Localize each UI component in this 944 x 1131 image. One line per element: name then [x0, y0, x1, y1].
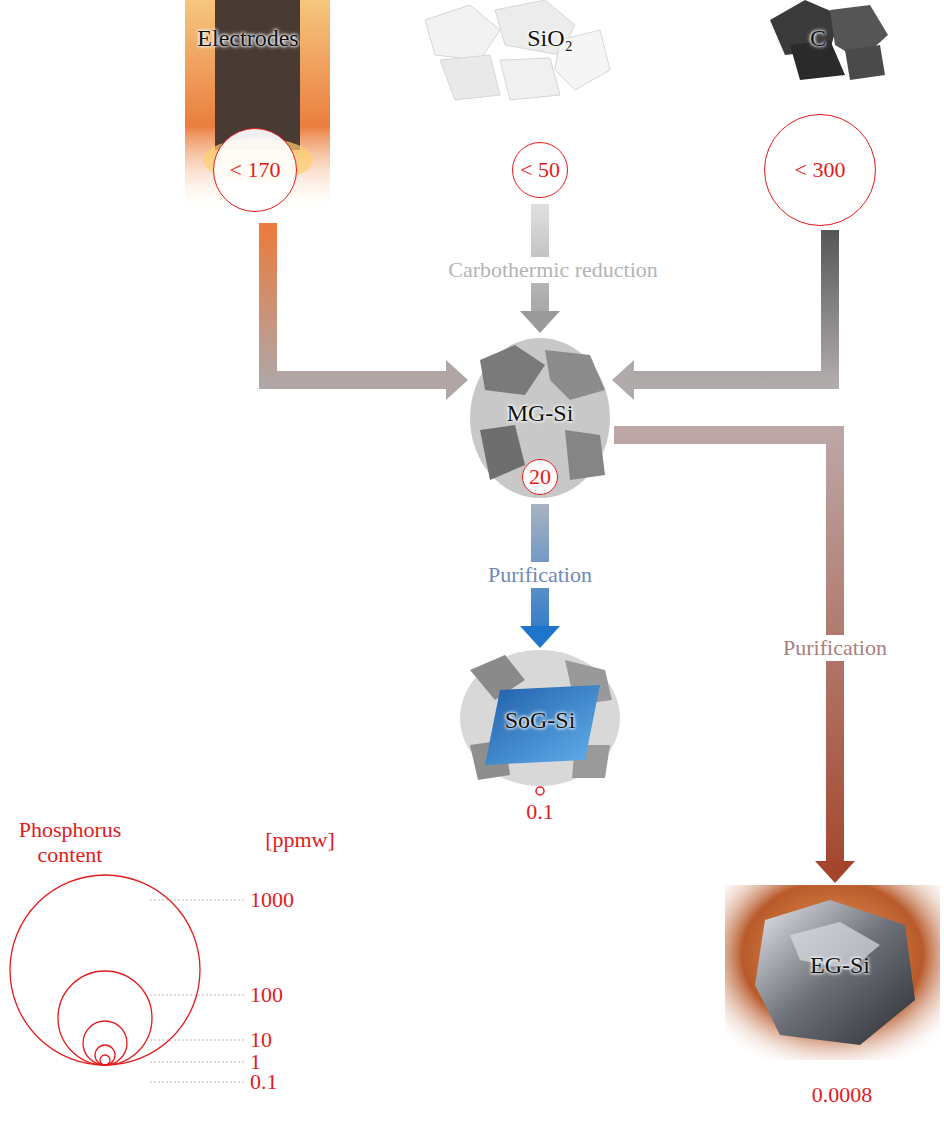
material-name: SiO₂ [527, 25, 573, 52]
phosphorus-value: < 170 [230, 157, 281, 183]
mg-si-picture [470, 338, 610, 498]
content-circle: < 300 [764, 114, 876, 226]
flow-arrow [268, 223, 468, 400]
eg-si-picture [725, 885, 940, 1060]
material-node: C < 300 [760, 0, 890, 228]
legend-title: Phosphorus content [5, 817, 135, 868]
process-label: Carbothermic reduction [444, 257, 662, 283]
phosphorus-value: < 50 [520, 157, 560, 183]
arrow-band [633, 230, 830, 380]
unit-label: [ppmw] [265, 827, 335, 853]
material-name: SoG-Si [505, 707, 576, 734]
content-circle: < 170 [213, 128, 297, 212]
electrode-picture [185, 0, 330, 210]
scale-value: 100 [250, 982, 283, 1008]
phosphorus-value: < 300 [795, 157, 846, 183]
material-node: EG-Si0.0008 [725, 885, 940, 1060]
arrow-head [612, 360, 634, 400]
scale-circles [10, 875, 200, 1065]
material-node: MG-Si 20 [470, 335, 610, 500]
scale-leaders [150, 900, 245, 1082]
flow-arrow [612, 230, 830, 400]
material-name: EG-Si [810, 952, 870, 979]
process-label: Purification [779, 635, 891, 661]
arrow-band [268, 223, 447, 380]
sog-si-picture [460, 650, 620, 795]
material-node: SiO₂ < 50 [470, 0, 610, 200]
arrow-head [520, 311, 560, 333]
material-node: Electrodes < 170 [185, 0, 330, 215]
scale-value: 0.1 [250, 1069, 278, 1095]
material-name: C [810, 25, 826, 52]
arrow-head [446, 360, 468, 400]
material-name: MG-Si [507, 400, 574, 427]
arrow-head [520, 626, 560, 648]
phosphorus-value: 0.0008 [812, 1082, 873, 1108]
material-name: Electrodes [197, 25, 298, 52]
content-circle: 20 [522, 459, 558, 495]
quartz-picture [425, 0, 610, 100]
phosphorus-value: 0.1 [526, 799, 554, 825]
coal-picture [770, 0, 888, 80]
material-node: SoG-Si0.1 [460, 650, 620, 785]
process-label: Purification [484, 562, 596, 588]
phosphorus-value: 20 [529, 464, 551, 490]
content-circle: < 50 [512, 142, 568, 198]
scale-value: 1000 [250, 887, 294, 913]
arrow-head [815, 861, 855, 883]
